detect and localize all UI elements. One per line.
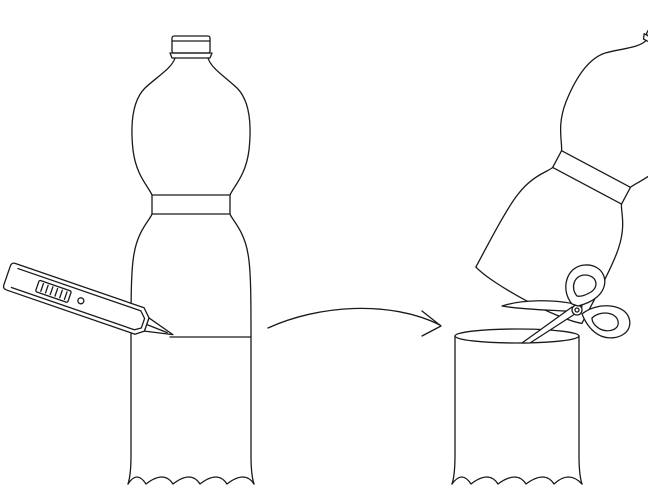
bottle-icon [128,36,254,484]
cut-bottle-bottom-icon [452,329,582,484]
bottle-top-icon [473,0,648,328]
bottle-cap [172,36,210,53]
arrow-icon [268,308,441,336]
bottle-body [128,58,254,484]
utility-knife-icon [3,262,179,346]
